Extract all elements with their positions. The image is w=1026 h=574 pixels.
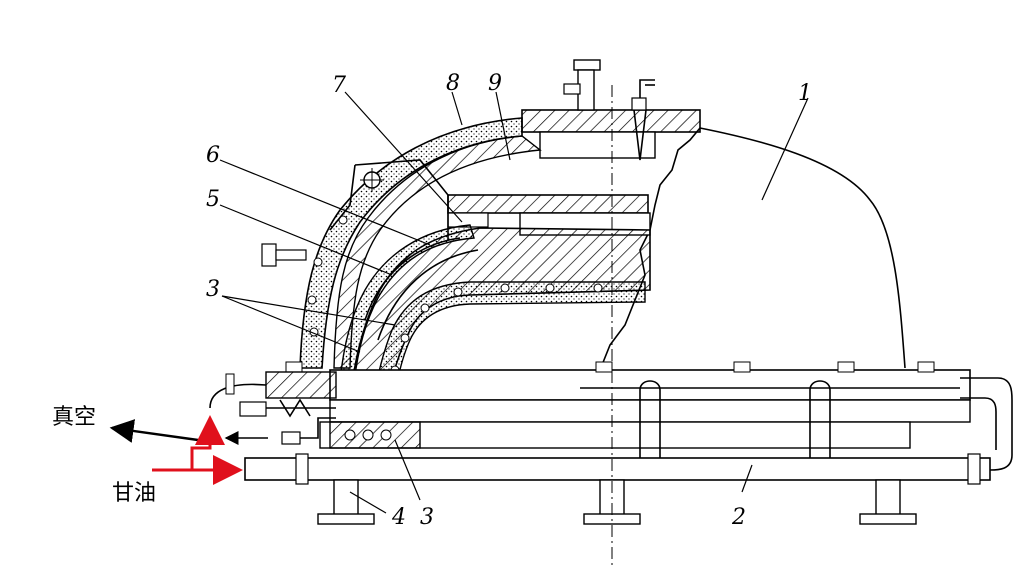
label-glycerin: 甘油 xyxy=(112,481,156,506)
glycerin-arrow xyxy=(152,415,243,485)
left-fittings xyxy=(209,371,337,445)
label-part-9: 9 xyxy=(488,71,502,96)
leader-lines xyxy=(219,91,809,514)
vacuum-arrow xyxy=(109,419,268,445)
label-part-1: 1 xyxy=(798,81,812,106)
label-part-7: 7 xyxy=(332,73,346,98)
label-part-4: 4 xyxy=(391,505,406,530)
top-cover-plate xyxy=(521,59,701,161)
label-part-3-bottom: 3 xyxy=(420,505,434,530)
heating-band-inner xyxy=(371,281,646,413)
label-vacuum: 真空 xyxy=(52,405,96,430)
support-feet xyxy=(317,479,917,525)
label-part-3-top: 3 xyxy=(206,277,220,302)
side-bracket xyxy=(261,159,449,267)
label-part-8: 8 xyxy=(446,71,460,96)
label-part-2: 2 xyxy=(731,505,746,530)
label-part-6: 6 xyxy=(206,143,220,168)
label-part-5: 5 xyxy=(206,187,220,212)
base-plate xyxy=(285,361,1013,471)
